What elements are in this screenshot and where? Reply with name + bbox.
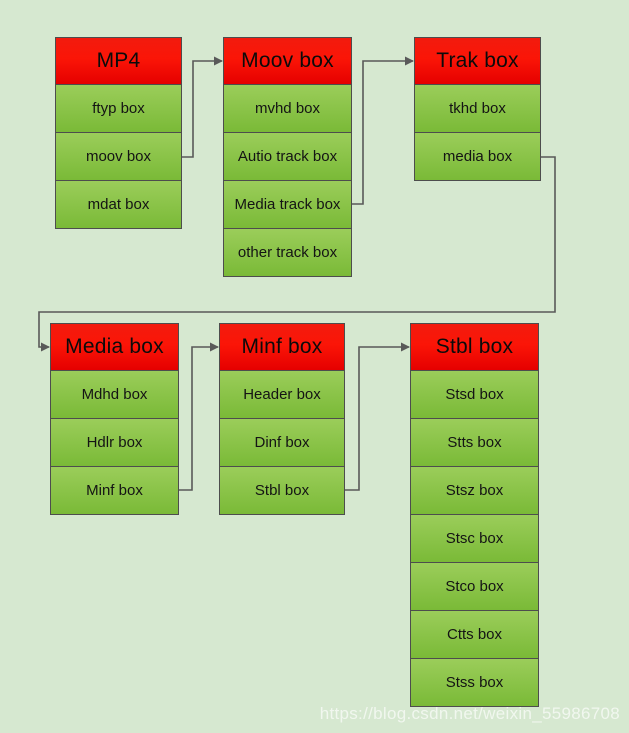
- box-table-moov: Moov box mvhd box Autio track box Media …: [223, 37, 352, 277]
- table-cell-dinf: Dinf box: [219, 419, 345, 467]
- table-cell-stts: Stts box: [410, 419, 539, 467]
- table-cell-mdat: mdat box: [55, 181, 182, 229]
- connector-moov-to-moovbox: [182, 56, 223, 158]
- table-cell-minf: Minf box: [50, 467, 179, 515]
- table-cell-mvhd: mvhd box: [223, 85, 352, 133]
- table-cell-stsc: Stsc box: [410, 515, 539, 563]
- csdn-watermark: https://blog.csdn.net/weixin_55986708: [319, 704, 620, 723]
- table-cell-other-track: other track box: [223, 229, 352, 277]
- table-cell-stsd: Stsd box: [410, 371, 539, 419]
- table-cell-stss: Stss box: [410, 659, 539, 707]
- table-cell-media-track: Media track box: [223, 181, 352, 229]
- table-cell-hdlr: Hdlr box: [50, 419, 179, 467]
- table-header-mp4: MP4: [55, 37, 182, 85]
- table-header-moov: Moov box: [223, 37, 352, 85]
- box-table-minf: Minf box Header box Dinf box Stbl box: [219, 323, 345, 515]
- table-cell-stco: Stco box: [410, 563, 539, 611]
- table-cell-media: media box: [414, 133, 541, 181]
- connector-minf-to-minfbox: [179, 342, 219, 491]
- box-table-trak: Trak box tkhd box media box: [414, 37, 541, 181]
- table-cell-autio-track: Autio track box: [223, 133, 352, 181]
- table-header-media: Media box: [50, 323, 179, 371]
- table-cell-ftyp: ftyp box: [55, 85, 182, 133]
- table-cell-stbl: Stbl box: [219, 467, 345, 515]
- table-header-trak: Trak box: [414, 37, 541, 85]
- table-cell-mdhd: Mdhd box: [50, 371, 179, 419]
- table-cell-ctts: Ctts box: [410, 611, 539, 659]
- table-cell-tkhd: tkhd box: [414, 85, 541, 133]
- table-header-minf: Minf box: [219, 323, 345, 371]
- table-cell-moov: moov box: [55, 133, 182, 181]
- connector-stbl-to-stblbox: [345, 342, 410, 491]
- box-table-stbl: Stbl box Stsd box Stts box Stsz box Stsc…: [410, 323, 539, 707]
- table-cell-stsz: Stsz box: [410, 467, 539, 515]
- box-table-mp4: MP4 ftyp box moov box mdat box: [55, 37, 182, 229]
- connector-mediatrack-to-trakbox: [352, 56, 414, 205]
- box-table-media: Media box Mdhd box Hdlr box Minf box: [50, 323, 179, 515]
- table-cell-header: Header box: [219, 371, 345, 419]
- table-header-stbl: Stbl box: [410, 323, 539, 371]
